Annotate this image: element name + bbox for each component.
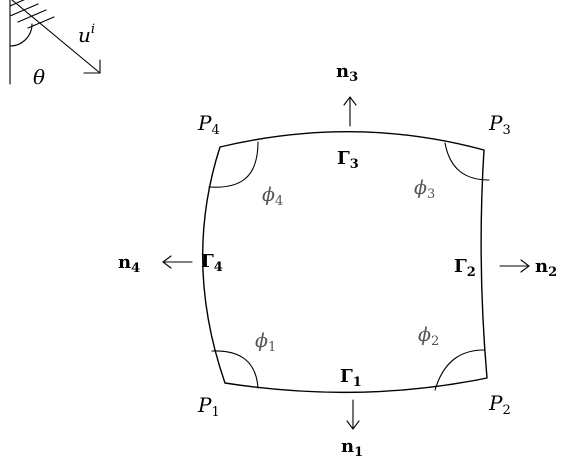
corner-arc-4 xyxy=(208,141,259,188)
corner-arc-2 xyxy=(434,349,485,391)
normal-arrow-3 xyxy=(343,96,357,127)
normal-arrow-4 xyxy=(162,255,193,269)
normal-arrow-2 xyxy=(499,259,530,273)
normal-label-1: n1 xyxy=(341,436,363,460)
scatterer-boundary xyxy=(202,131,488,394)
corner-arc-1 xyxy=(211,350,259,389)
corner-label-1: P1 xyxy=(197,393,220,420)
hatch-1 xyxy=(9,0,25,7)
corner-label-2: P2 xyxy=(488,391,511,418)
corner-label-4: P4 xyxy=(197,111,220,138)
normal-label-2: n2 xyxy=(535,256,557,280)
incident-ray xyxy=(11,0,101,74)
incident-wave-label: ui xyxy=(78,22,95,47)
side-label-2: Γ2 xyxy=(454,256,476,280)
normal-label-3: n3 xyxy=(336,61,358,85)
angle-label-1: ϕ1 xyxy=(255,330,276,355)
corner-label-3: P3 xyxy=(488,111,511,138)
incident-wave-inset: ui θ xyxy=(9,0,101,89)
angle-arc xyxy=(9,23,33,47)
angle-label-3: ϕ3 xyxy=(414,177,435,202)
angle-label-4: ϕ4 xyxy=(262,184,283,209)
side-label-3: Γ3 xyxy=(337,148,359,172)
corner-arc-3 xyxy=(444,142,490,181)
normal-label-4: n4 xyxy=(118,252,140,276)
side-label-1: Γ1 xyxy=(340,366,362,390)
angle-label-2: ϕ2 xyxy=(418,324,439,349)
incident-angle-label: θ xyxy=(33,65,45,89)
side-label-4: Γ4 xyxy=(201,251,223,275)
normal-arrow-1 xyxy=(346,399,360,430)
